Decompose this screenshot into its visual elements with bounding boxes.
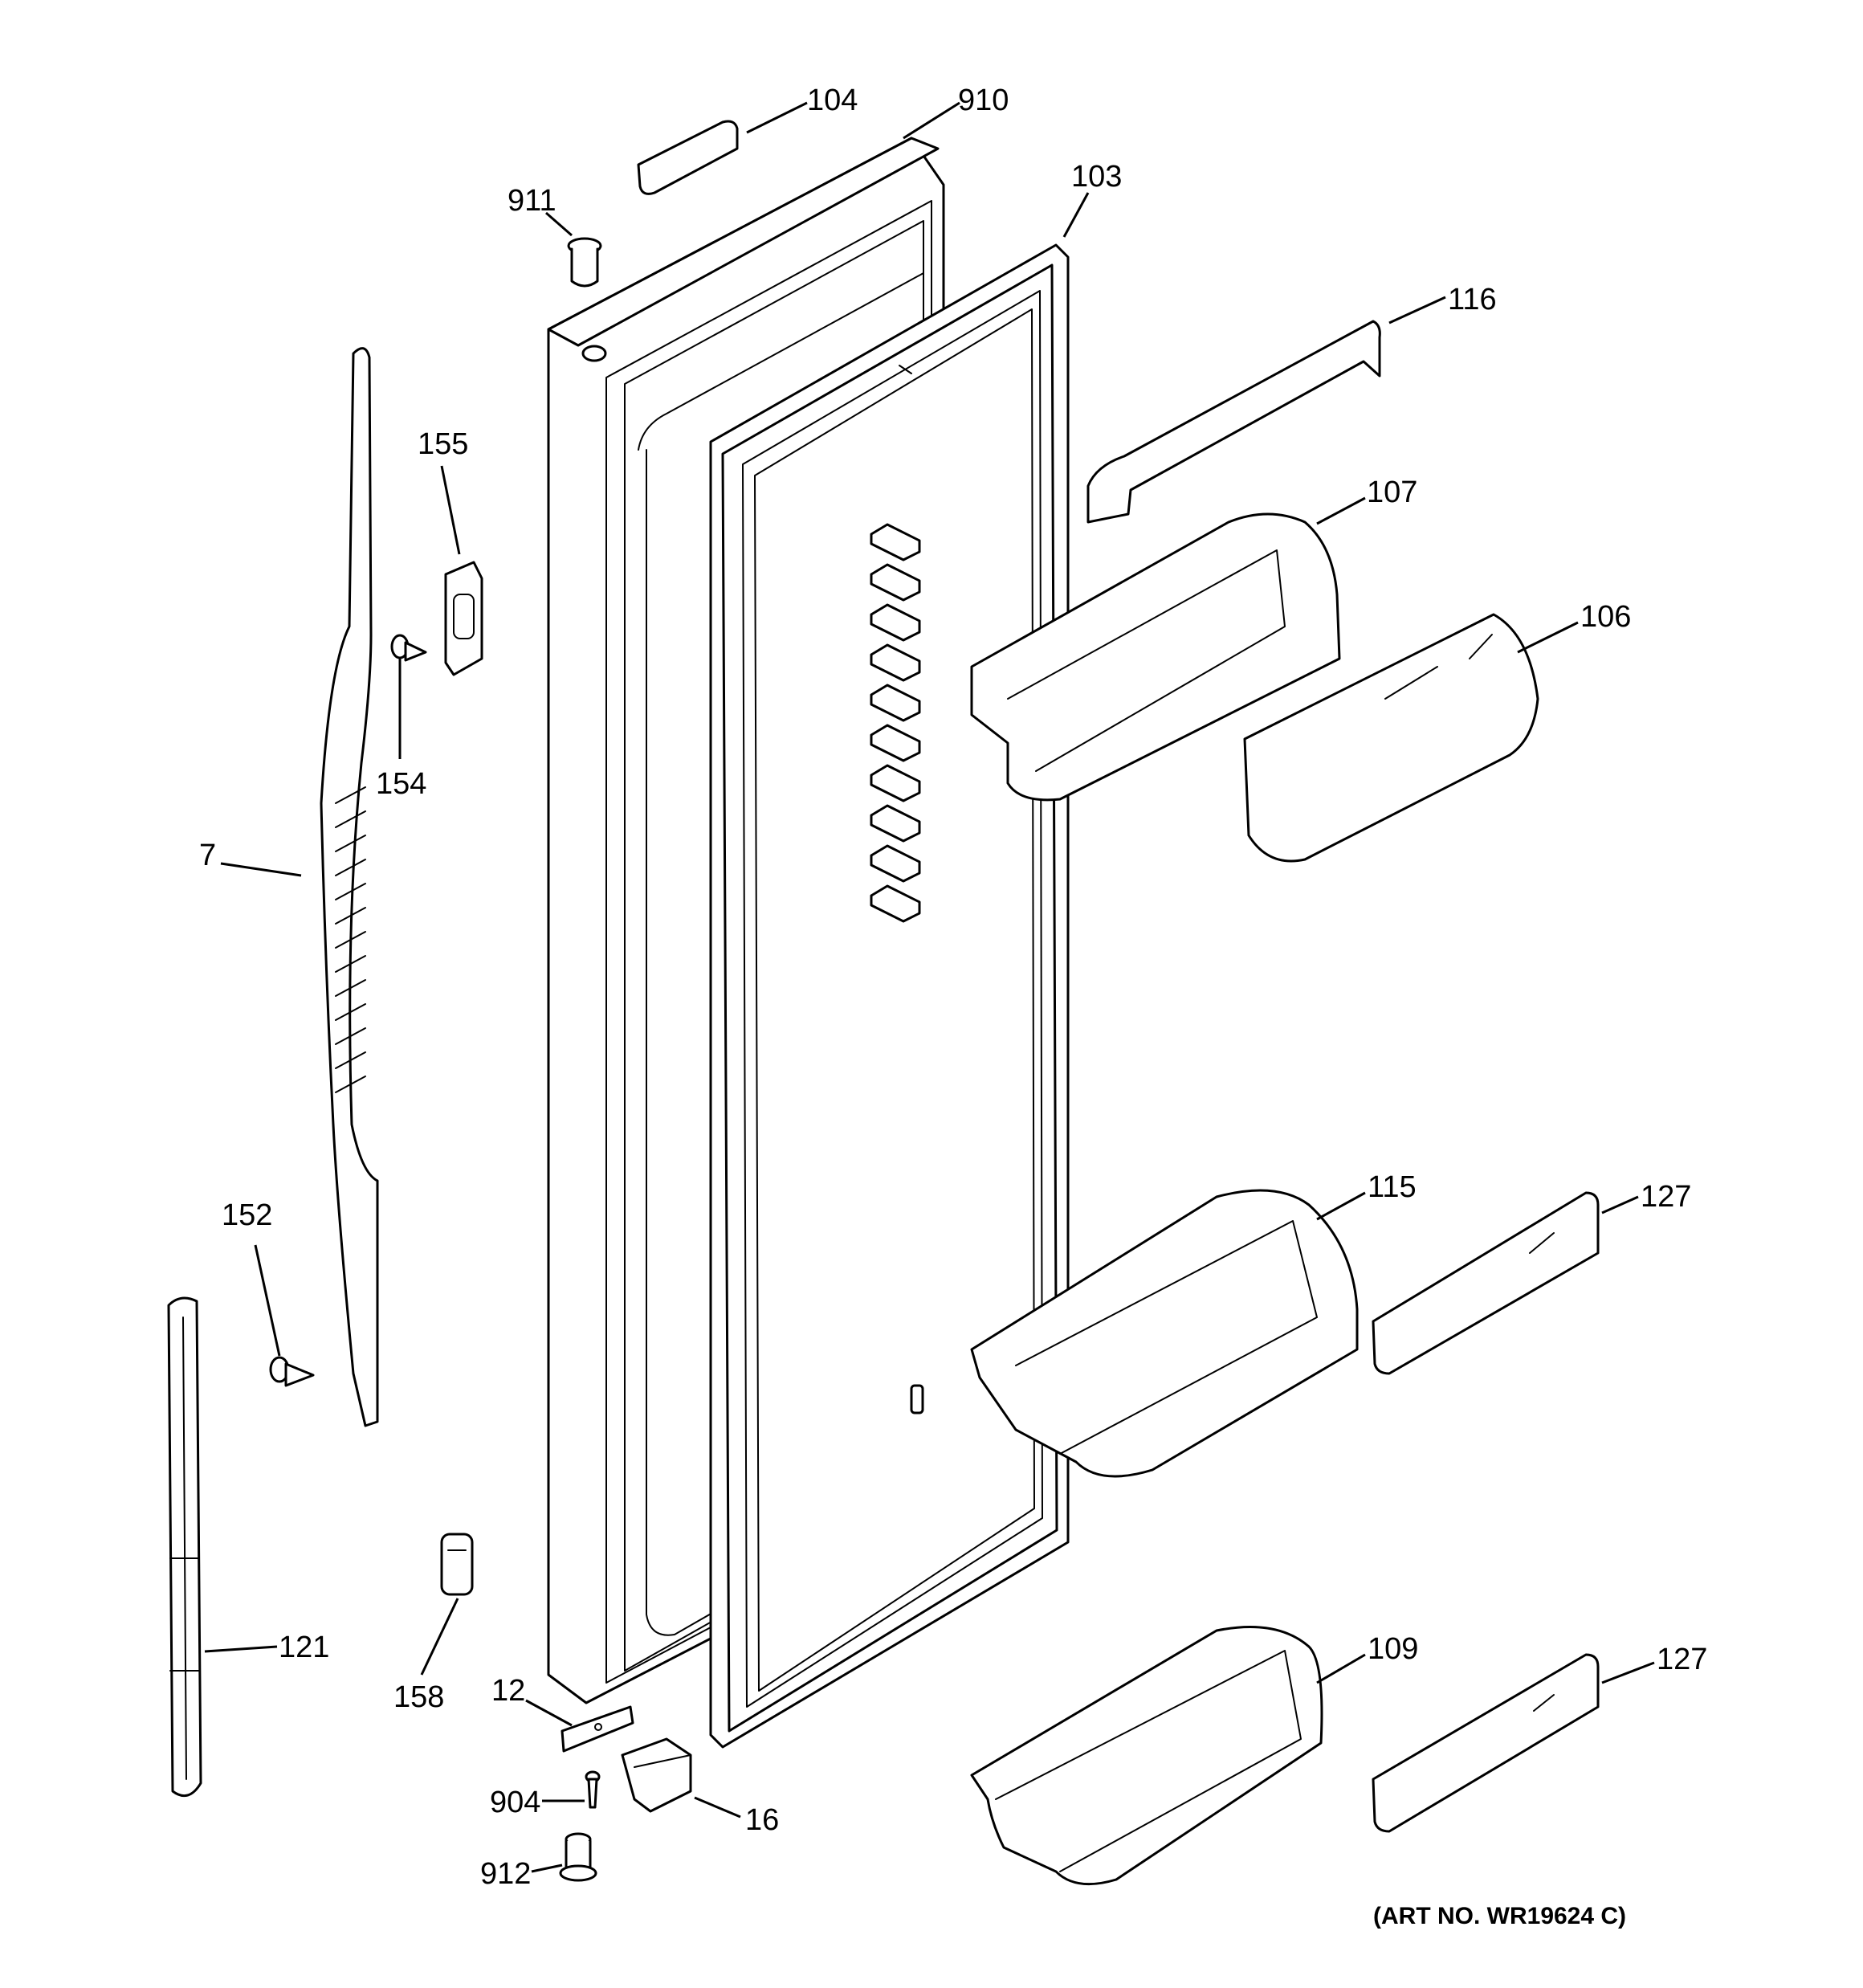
callout-16: 16	[745, 1803, 779, 1837]
callout-904: 904	[490, 1786, 540, 1819]
callout-107: 107	[1367, 476, 1417, 509]
callout-121: 121	[279, 1631, 329, 1664]
bin-front-106	[1243, 613, 1539, 863]
callout-labels: 104 910 911 103 116 155 107 106 154 7 15…	[199, 84, 1707, 1891]
shelf-bin-115	[970, 1189, 1359, 1478]
screw-152	[269, 1356, 315, 1387]
callout-106: 106	[1580, 600, 1631, 634]
callout-154: 154	[376, 767, 426, 801]
callout-158: 158	[393, 1680, 444, 1714]
callout-115: 115	[1368, 1170, 1417, 1204]
cam-16	[621, 1737, 692, 1813]
callout-910: 910	[958, 84, 1009, 117]
art-number: (ART NO. WR19624 C)	[1373, 1903, 1626, 1929]
trim-strip-121	[167, 1296, 202, 1798]
callout-109: 109	[1368, 1632, 1418, 1666]
bushing-911	[567, 237, 602, 288]
bin-front-127-upper	[1372, 1191, 1600, 1375]
shelf-bin-109	[970, 1626, 1323, 1886]
door-handle-7	[320, 347, 379, 1427]
top-trim-104	[637, 120, 739, 195]
callout-127-lower: 127	[1657, 1643, 1707, 1676]
bracket-116	[1086, 320, 1381, 524]
screw-154	[390, 634, 427, 662]
clip-158	[440, 1533, 474, 1596]
callout-912: 912	[480, 1857, 531, 1891]
callout-127-upper: 127	[1641, 1180, 1691, 1214]
bracket-12	[561, 1705, 634, 1753]
bushing-912	[559, 1832, 597, 1882]
callout-103: 103	[1071, 160, 1122, 194]
callout-116: 116	[1448, 283, 1497, 316]
callout-12: 12	[491, 1674, 525, 1708]
bin-front-127-lower	[1372, 1653, 1600, 1833]
callout-152: 152	[222, 1198, 272, 1232]
screw-904	[585, 1770, 601, 1809]
callout-155: 155	[418, 427, 468, 461]
handle-mount-155	[444, 561, 483, 676]
callout-104: 104	[807, 84, 858, 117]
leader-lines	[204, 101, 1655, 1873]
shelf-bin-107	[970, 512, 1341, 802]
door-gasket-103	[709, 243, 1070, 1749]
callout-7: 7	[199, 839, 216, 872]
callout-911: 911	[508, 184, 556, 218]
shelf-clips	[870, 523, 924, 1414]
